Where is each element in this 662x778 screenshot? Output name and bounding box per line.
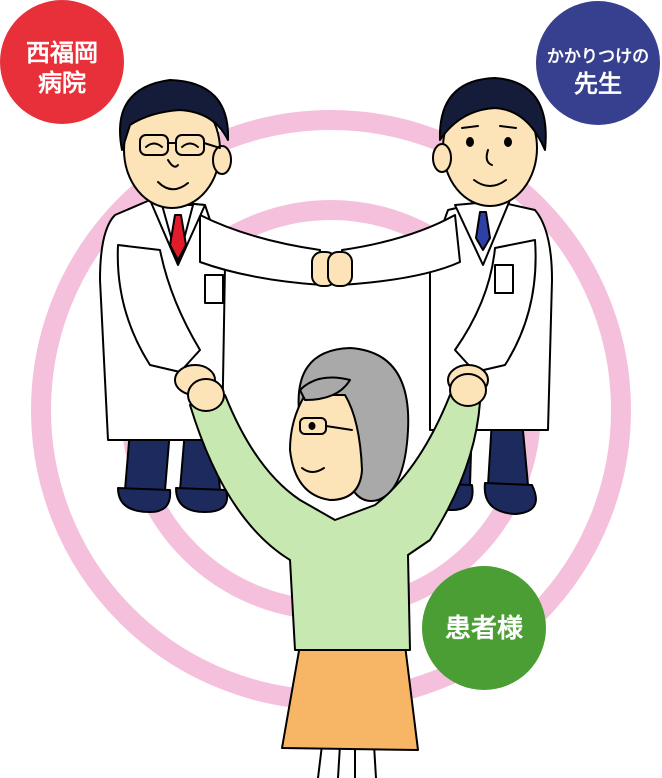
right-doctor-eye-left xyxy=(466,137,474,147)
left-doctor-glasses-right xyxy=(175,134,205,156)
left-doctor-tie xyxy=(169,214,187,261)
hospital-badge-circle xyxy=(0,0,124,124)
patient-badge: 患者様 xyxy=(422,566,546,690)
right-doctor-ear xyxy=(432,143,452,173)
right-doctor-hair xyxy=(438,77,547,151)
patient-right-hand xyxy=(449,373,487,407)
left-doctor-smile xyxy=(157,181,189,191)
patient-left-hand xyxy=(187,378,225,412)
patient-smile xyxy=(301,467,325,473)
patient-badge-circle xyxy=(422,566,546,690)
right-doctor-smile xyxy=(473,179,507,187)
hospital-badge: 西福岡 病院 xyxy=(0,0,124,124)
right-doctor-eye-right xyxy=(504,137,512,147)
patient-skirt xyxy=(281,644,419,751)
patient-face xyxy=(289,394,363,501)
hospital-badge-line2: 病院 xyxy=(38,69,86,97)
left-doctor-hair xyxy=(119,79,230,151)
handshake xyxy=(311,251,353,287)
left-doctor-eyes xyxy=(145,142,199,148)
patient-badge-label: 患者様 xyxy=(445,613,524,644)
right-doctor-tie xyxy=(475,211,491,251)
left-doctor-glasses-left xyxy=(139,134,169,156)
left-doctor-ear xyxy=(212,145,232,175)
left-doctor-pocket xyxy=(204,274,224,304)
right-doctor-pocket xyxy=(494,264,514,294)
family-doctor-badge-line2: 先生 xyxy=(574,70,622,98)
family-doctor-badge: かかりつけの 先生 xyxy=(536,1,660,125)
patient-sweater xyxy=(189,394,481,651)
patient xyxy=(187,347,487,778)
family-doctor-badge-circle xyxy=(536,1,660,125)
patient-legs xyxy=(317,744,377,778)
family-doctor-badge-line1: かかりつけの xyxy=(547,47,649,67)
left-doctor xyxy=(99,79,323,513)
hospital-badge-line1: 西福岡 xyxy=(26,39,98,67)
left-doctor-shoes xyxy=(117,487,228,513)
